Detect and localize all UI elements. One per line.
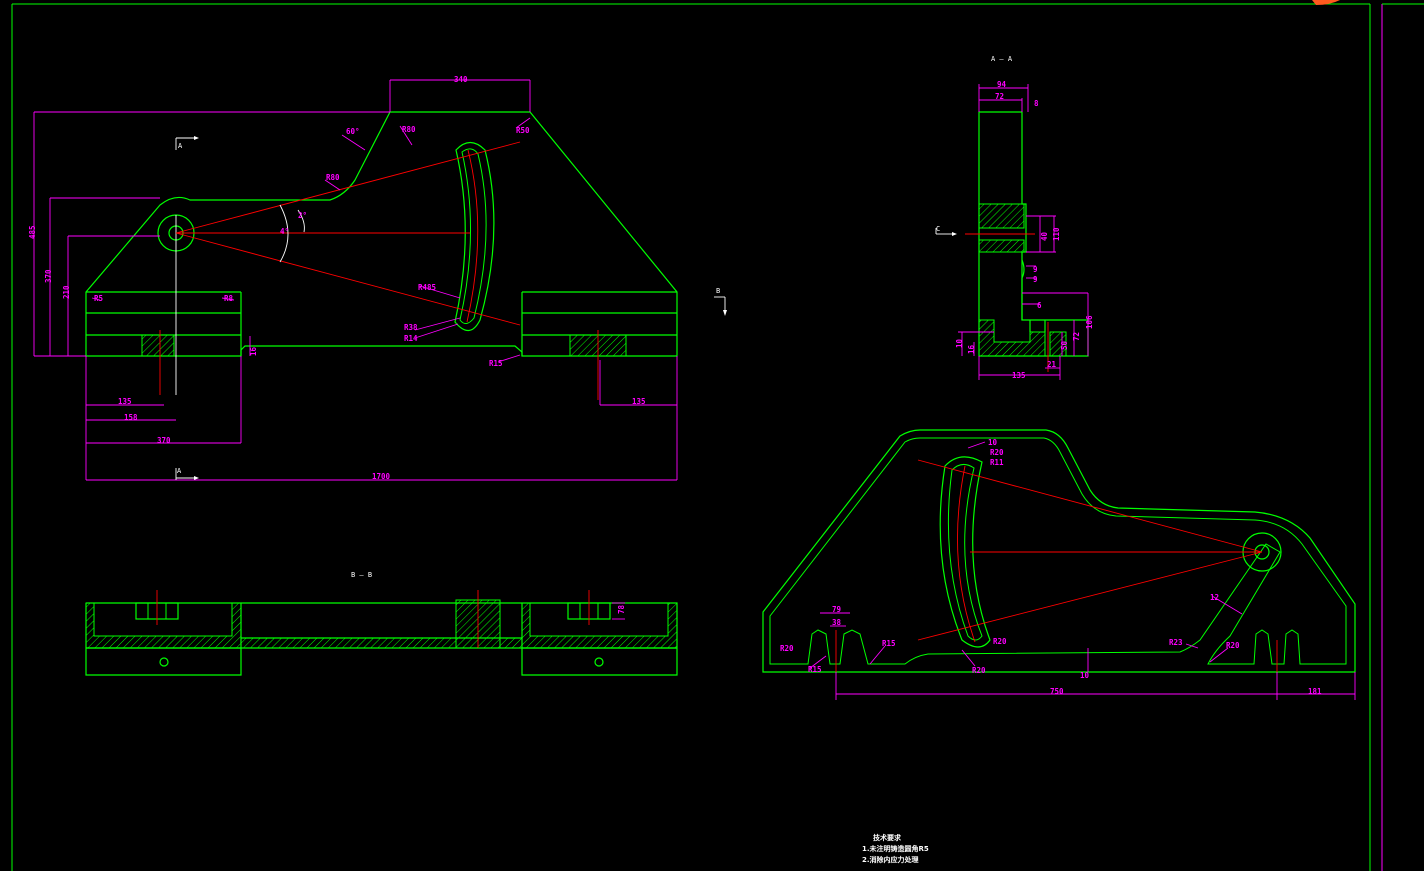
main-view-dimensions xyxy=(33,79,678,481)
aa-dim-40: 40 xyxy=(1040,231,1049,241)
dim-r14: R14 xyxy=(404,334,418,343)
section-markers: A A B xyxy=(175,136,727,480)
dim-angle-60: 60° xyxy=(346,127,360,136)
aa-dim-135: 135 xyxy=(1012,371,1026,380)
rv-dim-r15a: R15 xyxy=(808,665,822,674)
rv-dim-r20b: R20 xyxy=(993,637,1007,646)
aa-dim-6: 6 xyxy=(1037,301,1042,310)
dim-angle-2: 2° xyxy=(298,211,307,220)
aa-dim-9a: 9 xyxy=(1033,265,1038,274)
rear-view-dim-text: 10 R20 R11 R20 R20 R20 R23 R20 R15 R15 1… xyxy=(780,438,1322,696)
section-bb-title: B — B xyxy=(351,571,372,579)
tech-req-line1: 1.未注明铸造圆角R5 xyxy=(862,844,929,853)
rv-dim-r20c: R20 xyxy=(972,666,986,675)
rv-dim-r20a: R20 xyxy=(990,448,1004,457)
dim-radius-top-right: R50 xyxy=(516,126,530,135)
dim-r38: R38 xyxy=(404,323,418,332)
dim-370: 370 xyxy=(157,436,171,445)
dim-1700: 1700 xyxy=(372,472,391,481)
dim-r5: R5 xyxy=(94,294,103,303)
rv-dim-r11: R11 xyxy=(990,458,1004,467)
dim-r15: R15 xyxy=(489,359,503,368)
aa-dim-106: 106 xyxy=(1085,315,1094,329)
rv-dim-750: 750 xyxy=(1050,687,1064,696)
aa-dim-50: 50 xyxy=(1060,340,1069,350)
aa-dim-21: 21 xyxy=(1047,360,1057,369)
mark-c: C xyxy=(936,225,940,233)
aa-dim-8: 8 xyxy=(1034,99,1039,108)
rv-dim-r23: R23 xyxy=(1169,638,1183,647)
rv-dim-10b: 10 xyxy=(1080,671,1090,680)
rv-dim-12: 12 xyxy=(1210,593,1219,602)
dim-height-210: 210 xyxy=(62,285,71,299)
aa-dim-94: 94 xyxy=(997,80,1007,89)
aa-dim-16: 16 xyxy=(967,344,976,354)
aa-dim-110: 110 xyxy=(1052,227,1061,241)
section-aa-dimensions xyxy=(958,84,1089,380)
dim-r8: R8 xyxy=(224,294,234,303)
rv-dim-181: 181 xyxy=(1308,687,1322,696)
dim-angle-4: 4° xyxy=(280,227,289,236)
section-aa-title: A — A xyxy=(991,55,1013,63)
tech-req-title: 技术要求 xyxy=(873,833,902,842)
aa-dim-10: 10 xyxy=(955,338,964,348)
dim-158: 158 xyxy=(124,413,138,422)
rv-dim-38: 38 xyxy=(832,618,842,627)
mark-b: B xyxy=(716,287,720,295)
mark-a-top: A xyxy=(178,142,183,150)
tech-req-line2: 2.消除内应力处理 xyxy=(862,855,919,864)
main-front-view xyxy=(85,111,678,400)
rv-dim-79: 79 xyxy=(832,605,842,614)
dim-height-485: 485 xyxy=(28,225,37,239)
dim-top-width: 340 xyxy=(454,75,468,84)
rv-dim-10: 10 xyxy=(988,438,998,447)
dim-r485: R485 xyxy=(418,283,436,292)
aa-dim-72: 72 xyxy=(995,92,1004,101)
bb-dim-78: 78 xyxy=(617,604,626,614)
main-view-dim-text: 340 60° R80 R50 R80 485 370 210 2° 4° R4… xyxy=(28,75,646,481)
section-aa-view: A — A xyxy=(965,55,1089,372)
dim-135-right: 135 xyxy=(632,397,646,406)
drawing-border xyxy=(11,0,1424,871)
dim-135-left: 135 xyxy=(118,397,132,406)
dim-radius-top-left: R80 xyxy=(402,125,416,134)
dim-radius-mid: R80 xyxy=(326,173,340,182)
rv-dim-r15b: R15 xyxy=(882,639,896,648)
rv-dim-r20f: R20 xyxy=(1226,641,1240,650)
rear-view xyxy=(762,429,1356,673)
section-c-marker: C xyxy=(935,225,957,236)
rv-dim-r20d: R20 xyxy=(780,644,794,653)
technical-requirements: 技术要求 1.未注明铸造圆角R5 2.消除内应力处理 xyxy=(862,833,929,864)
rear-view-dimensions xyxy=(809,441,1356,700)
section-aa-dim-text: 94 72 8 40 110 9 9 6 72 106 50 10 16 21 … xyxy=(955,80,1094,380)
dim-gap-16: 16 xyxy=(249,346,258,356)
section-bb-view: B — B 78 xyxy=(85,571,678,676)
corner-mark xyxy=(1312,0,1340,5)
aa-dim-72v: 72 xyxy=(1072,332,1081,341)
mark-a-bottom: A xyxy=(177,467,182,475)
dim-height-370: 370 xyxy=(44,269,53,283)
aa-dim-9b: 9 xyxy=(1033,275,1038,284)
